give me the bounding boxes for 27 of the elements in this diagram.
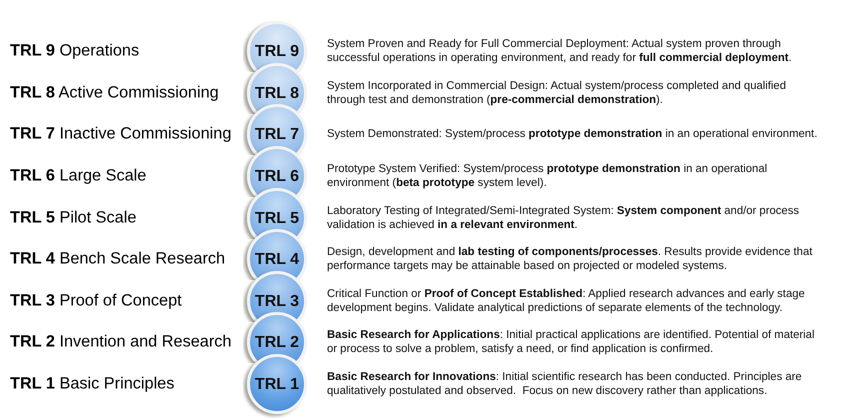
level-number: TRL 6 [254, 168, 300, 186]
level-title: TRL 5 Pilot Scale [10, 208, 138, 227]
level-description: Basic Research for Applications: Initial practical applications are identified. Potential of material or process to solve a problem, satisfy a need, or find application is confirmed. [327, 328, 816, 356]
level-number: TRL 5 [254, 210, 300, 228]
level-description: Prototype System Verified: System/process prototype demonstration in an operational environment (beta prototype system level). [327, 162, 768, 190]
level-number: TRL 1 [254, 376, 300, 394]
level-number: TRL 8 [254, 84, 300, 103]
level-title: TRL 4 Bench Scale Research [10, 250, 226, 269]
level-title: TRL 1 Basic Principles [10, 374, 176, 394]
level-title: TRL 9 Operations [10, 42, 140, 60]
level-number: TRL 2 [254, 334, 300, 352]
level-title: TRL 2 Invention and Research [10, 332, 232, 352]
level-description: Basic Research for Innovations: Initial scientific research has been conducted. Principles are qualitatively postulated and observed. Focus on new discovery rather than applications. [327, 370, 803, 398]
level-title: TRL 6 Large Scale [10, 166, 148, 186]
level-description: System Incorporated in Commercial Design: Actual system/process completed and qualified through test and demonstration (pre-commercial demonstration). [327, 78, 787, 107]
level-title: TRL 8 Active Commissioning [10, 83, 220, 102]
level-number: TRL 7 [254, 126, 300, 144]
level-number: TRL 3 [254, 292, 300, 311]
level-description: System Proven and Ready for Full Commercial Deployment: Actual system proven through successful operations in operating environment, and ready for full commercial deployment. [327, 37, 793, 65]
level-number: TRL 4 [254, 251, 300, 270]
level-description: System Demonstrated: System/process prototype demonstration in an operational environment. [327, 127, 818, 142]
level-description: Laboratory Testing of Integrated/Semi-Integrated System: System component and/or process validation is achieved in a relevant environment. [327, 204, 800, 232]
level-description: Design, development and lab testing of components/processes. Results provide evidence that performance targets may be attainable based on projected or modeled systems. [327, 245, 814, 274]
level-description: Critical Function or Proof of Concept Established: Applied research advances and early stage development begins. Validate analytical predictions of separate elements of the technology. [327, 286, 806, 315]
level-title: TRL 3 Proof of Concept [10, 291, 183, 310]
level-number: TRL 9 [254, 43, 300, 61]
level-title: TRL 7 Inactive Commissioning [10, 124, 232, 144]
